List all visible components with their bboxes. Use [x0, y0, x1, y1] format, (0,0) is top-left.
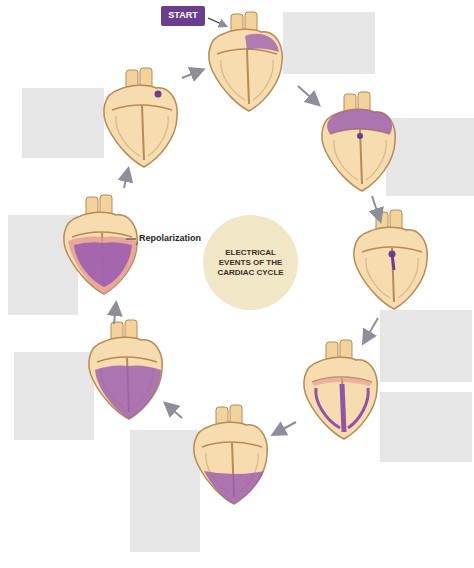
cycle-arrow [114, 70, 380, 434]
start-arrow [208, 18, 226, 26]
blank-label-box [8, 12, 474, 552]
start-badge: START [161, 6, 205, 26]
part-label: Repolarization [138, 233, 202, 243]
leader-line [126, 239, 136, 240]
node-text: ELECTRICAL EVENTS OF THE CARDIAC CYCLE [217, 248, 285, 278]
node-text: START [168, 10, 197, 21]
title-circle: ELECTRICAL EVENTS OF THE CARDIAC CYCLE [203, 215, 298, 310]
